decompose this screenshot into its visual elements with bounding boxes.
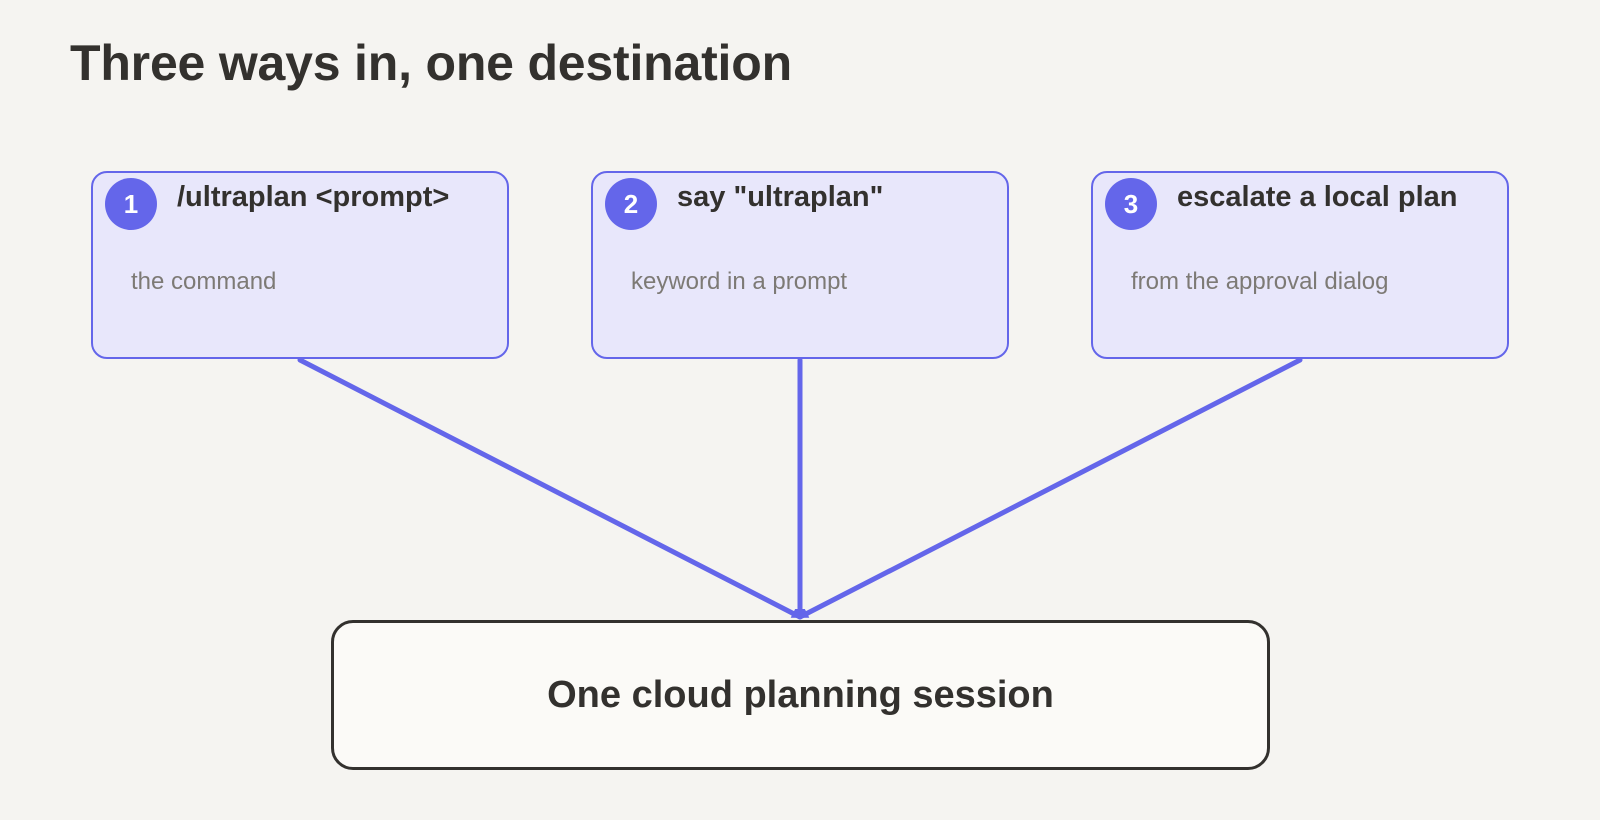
source-label-command: /ultraplan <prompt> [177, 181, 450, 213]
source-box-command: 1 /ultraplan <prompt> the command [91, 171, 509, 359]
step-badge-3: 3 [1105, 178, 1157, 230]
step-badge-1: 1 [105, 178, 157, 230]
source-label-keyword: say "ultraplan" [677, 181, 884, 213]
source-description-command: the command [131, 268, 277, 295]
source-description-keyword: keyword in a prompt [631, 268, 848, 295]
diagram-title: Three ways in, one destination [70, 35, 792, 91]
arrow-from-source-3 [797, 357, 1303, 620]
destination-label: One cloud planning session [547, 673, 1054, 716]
destination-box: One cloud planning session [331, 620, 1270, 770]
source-description-escalate: from the approval dialog [1131, 268, 1389, 295]
source-label-escalate: escalate a local plan [1177, 181, 1458, 213]
arrow-from-source-1 [297, 357, 803, 620]
step-badge-2: 2 [605, 178, 657, 230]
source-box-keyword: 2 say "ultraplan" keyword in a prompt [591, 171, 1009, 359]
source-box-escalate: 3 escalate a local plan from the approva… [1091, 171, 1509, 359]
